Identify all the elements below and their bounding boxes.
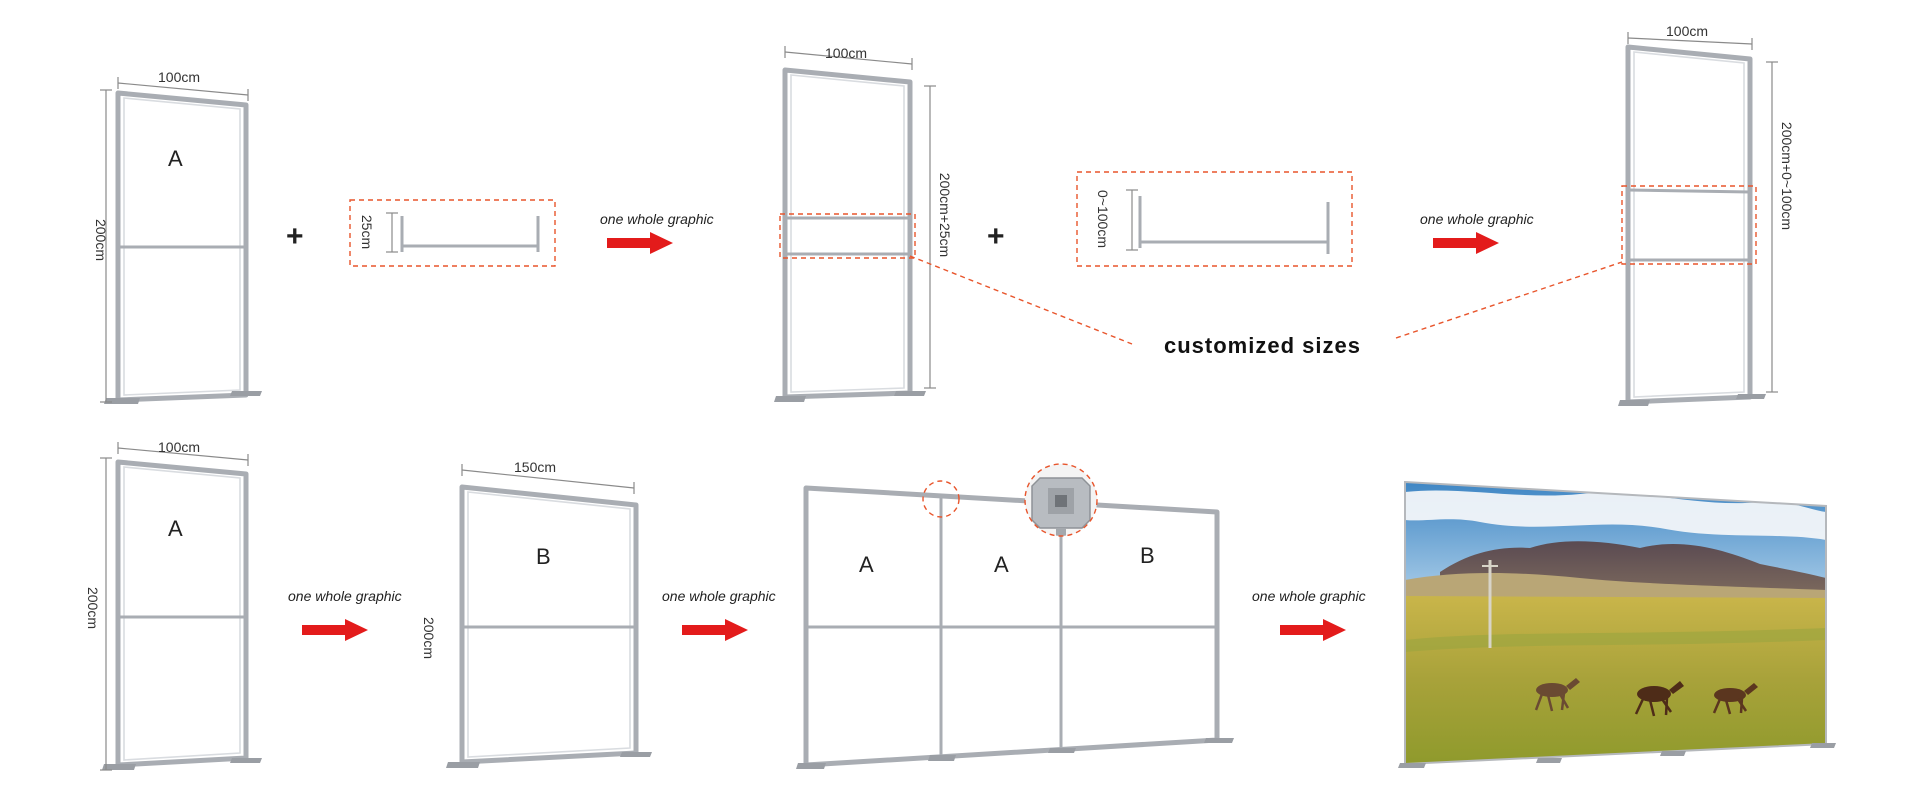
bottom-frame-a-height: 200cm xyxy=(85,587,101,629)
horse-icon xyxy=(1634,681,1684,717)
bottom-flow-1: one whole graphic xyxy=(288,588,402,641)
top-flow-1: one whole graphic xyxy=(600,211,714,254)
bottom-frame-b-height: 200cm xyxy=(421,617,437,659)
red-arrow-icon xyxy=(682,619,748,641)
flow-label: one whole graphic xyxy=(662,588,776,604)
top-frame-a-width: 100cm xyxy=(158,69,200,85)
flow-label: one whole graphic xyxy=(288,588,402,604)
flow-label: one whole graphic xyxy=(1420,211,1534,227)
horse-icon xyxy=(1712,683,1758,715)
top-frame-custom-height: 200cm+0~100cm xyxy=(1779,122,1795,230)
top-frame-a-height: 200cm xyxy=(93,219,109,261)
red-arrow-icon xyxy=(302,619,368,641)
customized-sizes-callout: customized sizes xyxy=(909,255,1623,358)
bottom-flow-3: one whole graphic xyxy=(1252,588,1366,641)
extension-custom: 0~100cm xyxy=(1076,171,1353,267)
top-frame-extended-width: 100cm xyxy=(825,45,867,61)
bottom-frame-a: A 100cm 200cm xyxy=(85,439,262,771)
extension-25cm-height: 25cm xyxy=(359,215,375,249)
top-frame-custom: 100cm 200cm+0~100cm xyxy=(1618,23,1795,406)
top-flow-2: one whole graphic xyxy=(1420,211,1534,254)
horse-icon xyxy=(1534,678,1580,712)
joint-detail-circle xyxy=(922,480,960,518)
panel-letter-b: B xyxy=(536,544,551,569)
customized-sizes-label: customized sizes xyxy=(1164,333,1361,358)
panel-letter-a: A xyxy=(168,146,183,171)
red-arrow-icon xyxy=(607,232,673,254)
bottom-frame-b-width: 150cm xyxy=(514,459,556,475)
bottom-combined-frames: A A B xyxy=(796,463,1234,769)
bottom-frame-b: B 150cm 200cm xyxy=(421,459,652,768)
top-frame-custom-width: 100cm xyxy=(1666,23,1708,39)
extension-custom-height: 0~100cm xyxy=(1095,190,1111,248)
flow-label: one whole graphic xyxy=(600,211,714,227)
plus-sign-1: + xyxy=(286,220,304,253)
bottom-frame-a-width: 100cm xyxy=(158,439,200,455)
panel-letter-a: A xyxy=(168,516,183,541)
flow-label: one whole graphic xyxy=(1252,588,1366,604)
finished-graphic-display xyxy=(1398,480,1836,768)
extension-25cm: 25cm xyxy=(349,199,556,267)
panel-letter-a: A xyxy=(994,552,1009,577)
red-arrow-icon xyxy=(1280,619,1346,641)
panel-letter-a: A xyxy=(859,552,874,577)
top-frame-a: A 100cm 200cm xyxy=(93,69,262,404)
plus-sign-2: + xyxy=(987,220,1005,253)
top-frame-extended-height: 200cm+25cm xyxy=(937,173,953,257)
panel-letter-b: B xyxy=(1140,543,1155,568)
connector-detail-icon xyxy=(1025,464,1097,536)
red-arrow-icon xyxy=(1433,232,1499,254)
top-frame-extended: 100cm 200cm+25cm xyxy=(774,45,953,402)
bottom-flow-2: one whole graphic xyxy=(662,588,776,641)
